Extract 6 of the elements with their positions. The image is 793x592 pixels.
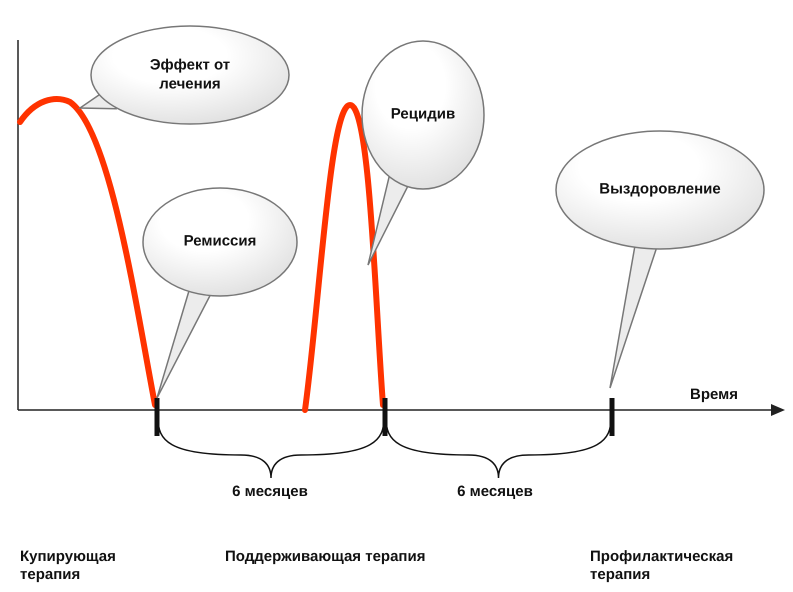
duration-label: 6 месяцев: [231, 483, 309, 501]
phase-label: Поддерживающая терапия: [225, 548, 426, 566]
duration-label: 6 месяцев: [456, 483, 534, 501]
axis-label: Время: [690, 386, 739, 404]
phase-label: Профилактическая терапия: [590, 548, 734, 584]
phase-label: Купирующая терапия: [20, 548, 117, 584]
